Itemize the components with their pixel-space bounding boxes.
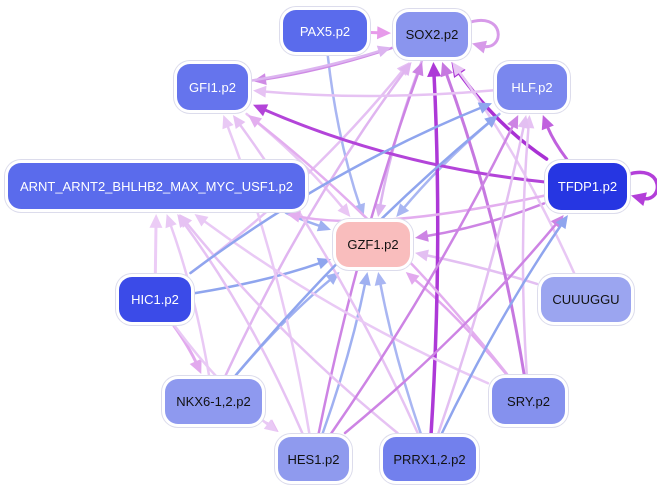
edge-nkx6-arnt <box>168 221 211 377</box>
edge-prrx1-hlf-arrowhead <box>517 115 530 129</box>
node-tfdp1[interactable]: TFDP1.p2 <box>548 163 627 210</box>
edge-hes1-hlf-arrowhead <box>507 115 519 130</box>
edge-hic1-arnt-arrowhead <box>149 214 163 228</box>
edge-tfdp1-gzf1-arrowhead <box>415 229 429 242</box>
edge-sry-sox2 <box>443 69 526 376</box>
edge-nkx6-sox2-arrowhead <box>399 62 412 76</box>
edge-prrx1-gfi1-arrowhead <box>232 115 246 130</box>
edge-prrx1-sox2-arrowhead <box>427 62 442 77</box>
node-arnt[interactable]: ARNT_ARNT2_BHLHB2_MAX_MYC_USF1.p2 <box>8 163 305 209</box>
edge-nkx6-hlf-arrowhead <box>484 115 499 128</box>
edge-sox2-gzf1-arrowhead <box>374 203 387 217</box>
edge-cuuuggu-sox2-arrowhead <box>452 62 465 77</box>
edge-tfdp1-arnt <box>294 194 546 223</box>
edge-arnt-gzf1-arrowhead <box>316 219 331 232</box>
edge-hic1-nkx6-arrowhead <box>189 358 202 374</box>
edge-tfdp1-tfdp1-arrowhead <box>631 192 647 207</box>
edge-prrx1-gzf1-arrowhead <box>374 272 387 286</box>
edge-prrx1-arnt-arrowhead <box>179 214 193 228</box>
edge-tfdp1-hlf <box>544 122 569 161</box>
edge-hes1-gzf1 <box>321 279 367 435</box>
edge-hic1-nkx6 <box>172 324 199 367</box>
edge-sry-arnt-arrowhead <box>194 214 209 227</box>
edge-hes1-gfi1-arrowhead <box>222 115 234 130</box>
edge-gfi1-sox2-arrowhead <box>376 45 391 58</box>
edge-hlf-gzf1-arrowhead <box>396 203 410 217</box>
edge-tfdp1-hlf-arrowhead <box>541 115 554 131</box>
edge-hes1-tfdp1 <box>343 220 560 435</box>
edge-tfdp1-arnt-arrowhead <box>286 210 301 223</box>
node-gfi1[interactable]: GFI1.p2 <box>177 64 248 110</box>
edge-prrx1-gzf1 <box>378 279 422 435</box>
edge-prrx1-tfdp1 <box>440 221 565 435</box>
edge-sox2-sox2-arrowhead <box>472 40 488 54</box>
edge-hic1-hes1-arrowhead <box>263 419 278 432</box>
edge-sry-sox2-arrowhead <box>440 62 453 78</box>
edge-prrx1-arnt <box>183 219 399 435</box>
node-nkx6[interactable]: NKX6-1,2.p2 <box>165 379 262 424</box>
node-sry[interactable]: SRY.p2 <box>492 378 565 424</box>
edge-cuuuggu-gzf1-arrowhead <box>415 249 429 262</box>
edge-sry-hlf <box>521 122 531 376</box>
edge-tfdp1-gfi1-arrowhead <box>253 104 269 117</box>
edge-hic1-gzf1 <box>193 260 324 295</box>
edge-gfi1-gzf1-arrowhead <box>337 203 351 217</box>
edge-prrx1-hlf <box>437 122 526 435</box>
edge-hes1-hlf <box>330 121 516 435</box>
edge-sry-gzf1-arrowhead <box>405 272 420 285</box>
edge-sry-arnt <box>200 218 490 385</box>
node-pax5[interactable]: PAX5.p2 <box>283 10 367 52</box>
node-hic1[interactable]: HIC1.p2 <box>119 277 191 322</box>
edge-nkx6-sox2 <box>224 68 408 377</box>
node-sox2[interactable]: SOX2.p2 <box>396 12 468 57</box>
edge-prrx1-tfdp1-arrowhead <box>555 215 568 230</box>
edge-hlf-gfi1 <box>260 89 495 98</box>
node-gzf1[interactable]: GZF1.p2 <box>336 222 410 267</box>
node-hes1[interactable]: HES1.p2 <box>278 437 349 481</box>
edge-hic1-arnt <box>153 222 158 275</box>
edge-sry-gfi1-arrowhead <box>248 115 263 128</box>
edge-tfdp1-gfi1 <box>260 107 546 184</box>
edge-hic1-hlf-arrowhead <box>477 102 492 114</box>
edge-hes1-gzf1-arrowhead <box>359 272 371 286</box>
node-cuuuggu[interactable]: CUUUGGU <box>541 277 631 322</box>
edge-pax5-sox2-arrowhead <box>376 26 391 40</box>
edge-hes1-gfi1 <box>225 122 311 435</box>
edge-hic1-hlf <box>189 105 485 275</box>
node-hlf[interactable]: HLF.p2 <box>497 64 567 110</box>
edge-prrx1-sox2 <box>429 70 440 435</box>
edge-hes1-arnt <box>181 220 304 435</box>
edge-hes1-sox2-arrowhead <box>412 62 424 77</box>
node-prrx1[interactable]: PRRX1,2.p2 <box>383 437 476 481</box>
edge-hlf-gfi1-arrowhead <box>253 85 267 98</box>
edge-pax5-gzf1 <box>326 54 362 210</box>
edge-nkx6-arnt-arrowhead <box>165 214 177 229</box>
edge-gfi1-sox2 <box>250 48 384 82</box>
edge-sox2-sox2 <box>464 19 500 49</box>
